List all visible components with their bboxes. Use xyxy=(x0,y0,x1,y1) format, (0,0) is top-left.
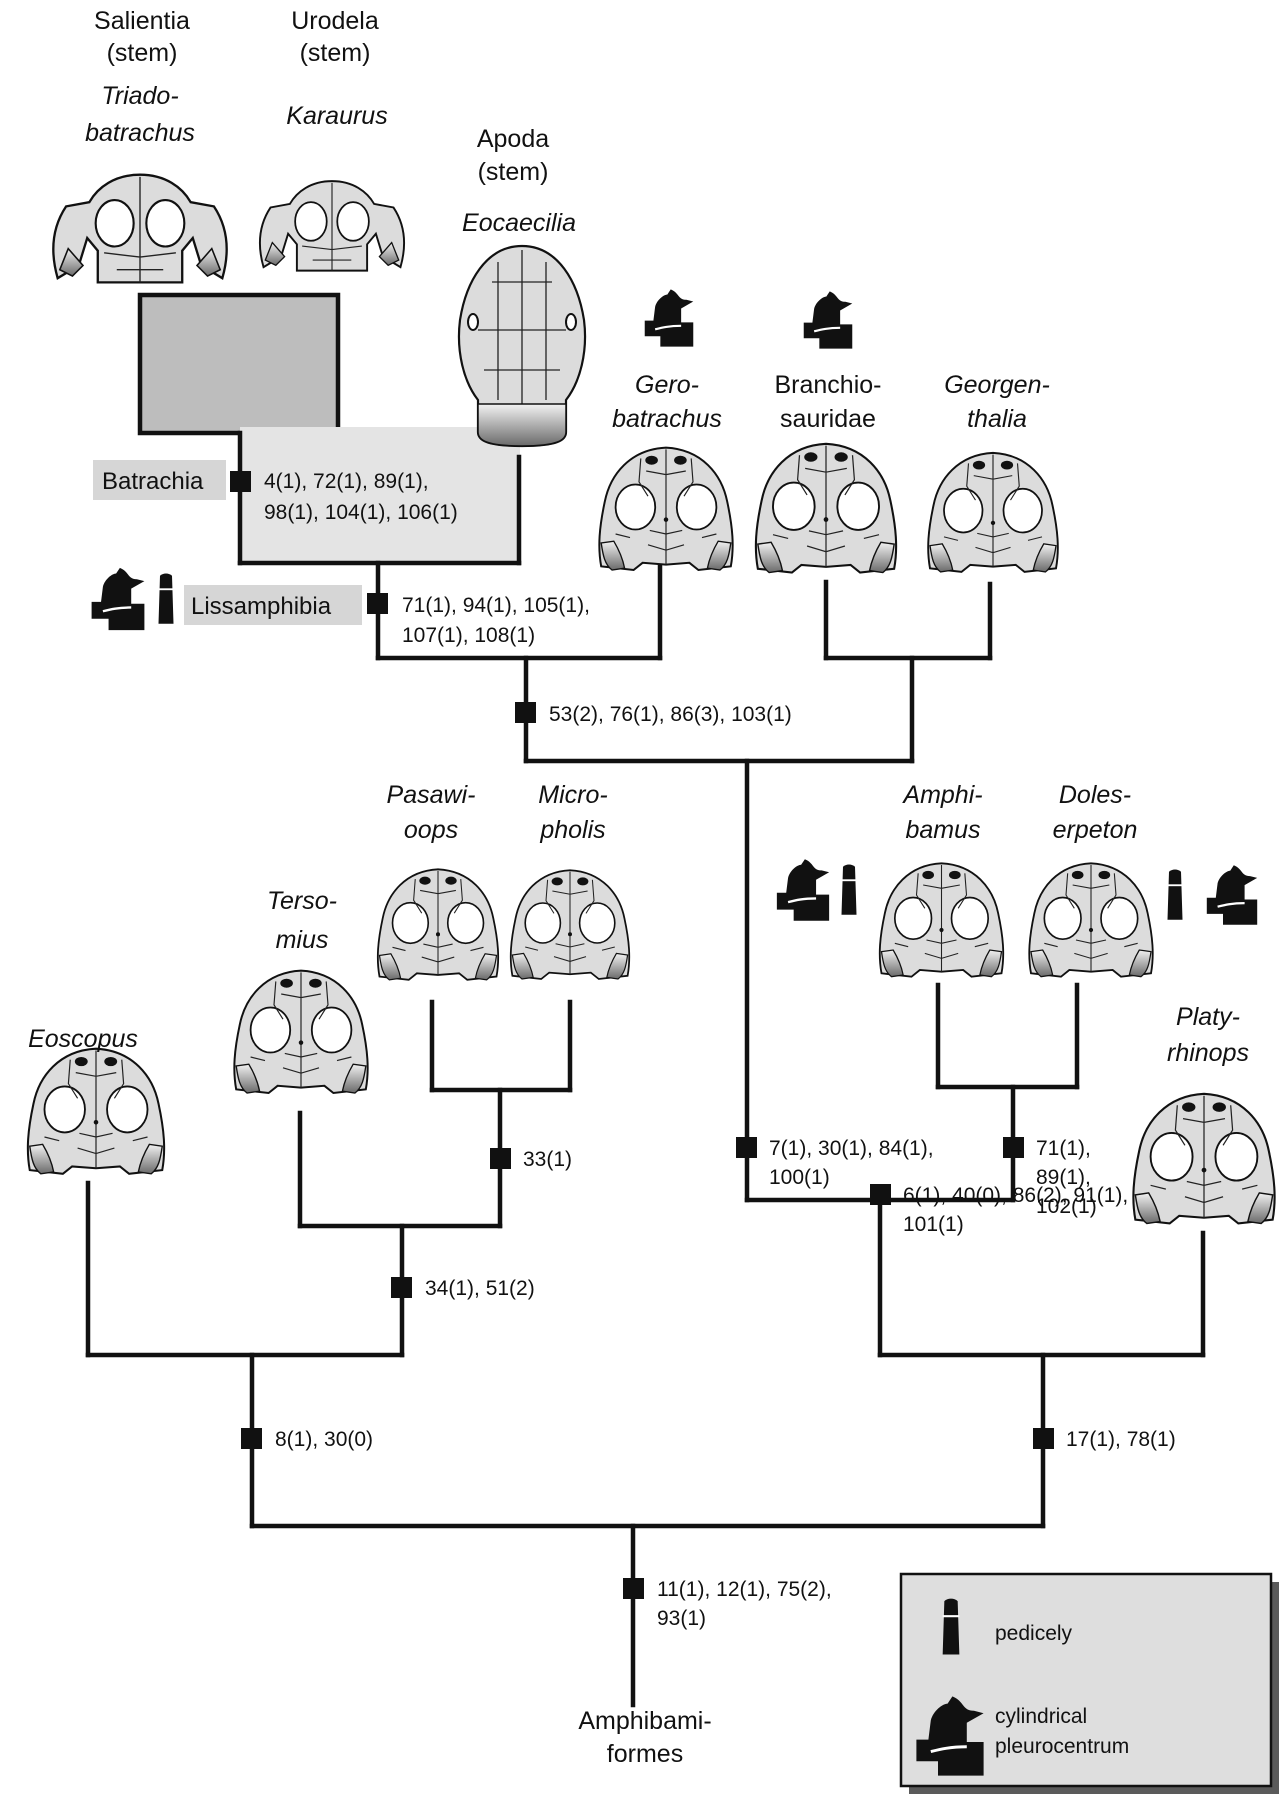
cylindrical-pleurocentrum-icon xyxy=(643,288,695,348)
node-marker-17 xyxy=(1033,1428,1054,1449)
taxon-salientia-1: Salientia xyxy=(94,7,190,35)
taxon-amphibamus-1: Amphi- xyxy=(901,781,982,809)
node-marker-6 xyxy=(870,1184,891,1205)
syn-root-2: 93(1) xyxy=(657,1607,706,1630)
node-marker-7 xyxy=(736,1137,757,1158)
branchiosauridae-skull xyxy=(754,442,898,574)
taxon-pasawioops-1: Pasawi- xyxy=(387,781,476,809)
syn-node-53: 53(2), 76(1), 86(3), 103(1) xyxy=(549,703,792,726)
doleserpeton-skull xyxy=(1028,862,1154,978)
eoscopus-skull xyxy=(26,1047,166,1175)
taxon-labels: Salientia (stem) Urodela (stem) Apoda (s… xyxy=(28,7,1249,1768)
taxon-amphibamiformes-2: formes xyxy=(607,1740,683,1768)
legend-pedicely-label: pedicely xyxy=(995,1622,1073,1645)
taxon-branchiosauridae-2: sauridae xyxy=(780,405,876,433)
node-marker-root xyxy=(623,1578,644,1599)
node-marker-33 xyxy=(490,1148,511,1169)
syn-lissamphibia-1: 71(1), 94(1), 105(1), xyxy=(402,594,590,617)
syn-node-17: 17(1), 78(1) xyxy=(1066,1428,1176,1451)
eocaecilia-skull xyxy=(457,244,587,448)
taxon-doleserpeton-1: Doles- xyxy=(1059,781,1131,809)
skull-illustrations xyxy=(26,173,1276,1225)
taxon-amphibamus-2: bamus xyxy=(905,816,980,844)
syn-node-7-1: 7(1), 30(1), 84(1), xyxy=(769,1137,934,1160)
legend-cylindrical-label-2: pleurocentrum xyxy=(995,1735,1129,1758)
cylindrical-pleurocentrum-icon xyxy=(90,566,146,632)
lissamphibia-box xyxy=(240,427,520,563)
taxon-eoscopus: Eoscopus xyxy=(28,1025,138,1053)
taxon-georgenthalia-2: thalia xyxy=(967,405,1027,433)
node-marker-8 xyxy=(241,1428,262,1449)
taxon-urodela-1: Urodela xyxy=(291,7,379,35)
pedicely-icon xyxy=(840,863,858,916)
pedicely-icon xyxy=(157,572,175,625)
taxon-micropholis-1: Micro- xyxy=(538,781,607,809)
syn-node-6-1: 6(1), 40(0), 86(2), 91(1), xyxy=(903,1184,1128,1207)
syn-root-1: 11(1), 12(1), 75(2), xyxy=(657,1578,832,1601)
syn-batrachia-1: 4(1), 72(1), 89(1), xyxy=(264,470,429,493)
pedicely-icon xyxy=(941,1597,961,1656)
syn-node-34: 34(1), 51(2) xyxy=(425,1277,535,1300)
georgenthalia-skull xyxy=(927,451,1059,573)
taxon-amphibamiformes-1: Amphibami- xyxy=(578,1707,711,1735)
synapomorphy-labels: 4(1), 72(1), 89(1), 98(1), 104(1), 106(1… xyxy=(264,470,1176,1630)
tersomius-skull xyxy=(233,969,369,1095)
micropholis-skull xyxy=(509,869,631,981)
taxon-tersomius-2: mius xyxy=(276,926,329,954)
syn-node-7-2: 100(1) xyxy=(769,1166,830,1189)
node-marker-71b xyxy=(1003,1137,1024,1158)
taxon-triadobatrachus-2: batrachus xyxy=(85,119,195,147)
legend-cylindrical-label-1: cylindrical xyxy=(995,1705,1087,1728)
cylindrical-pleurocentrum-icon xyxy=(802,290,854,350)
taxon-micropholis-2: pholis xyxy=(539,816,605,844)
syn-lissamphibia-2: 107(1), 108(1) xyxy=(402,624,535,647)
batrachia-tag: Batrachia xyxy=(93,460,226,500)
taxon-platyrhinops-2: rhinops xyxy=(1167,1039,1249,1067)
taxon-tersomius-1: Terso- xyxy=(267,887,337,915)
karaurus-skull xyxy=(258,179,406,272)
lissamphibia-label: Lissamphibia xyxy=(191,593,332,620)
taxon-urodela-2: (stem) xyxy=(300,39,371,67)
syn-node-71b-1: 71(1), xyxy=(1036,1137,1091,1160)
taxon-georgenthalia-1: Georgen- xyxy=(944,371,1050,399)
platyrhinops-skull xyxy=(1132,1092,1276,1225)
taxon-salientia-2: (stem) xyxy=(107,39,178,67)
taxon-triadobatrachus-1: Triado- xyxy=(101,82,178,110)
syn-node-71b-3: 102(1) xyxy=(1036,1195,1097,1218)
cylindrical-pleurocentrum-icon xyxy=(775,858,831,922)
syn-node-8: 8(1), 30(0) xyxy=(275,1428,373,1451)
node-marker-batrachia xyxy=(230,471,251,492)
pedicely-icon xyxy=(1166,868,1184,921)
taxon-apoda-2: (stem) xyxy=(478,158,549,186)
triadobatrachus-skull xyxy=(52,173,228,284)
syn-batrachia-2: 98(1), 104(1), 106(1) xyxy=(264,501,458,524)
legend: pedicely cylindrical pleurocentrum xyxy=(899,1572,1279,1794)
batrachia-label: Batrachia xyxy=(102,468,204,495)
taxon-apoda-1: Apoda xyxy=(477,125,549,153)
node-marker-lissamphibia xyxy=(367,593,388,614)
node-markers xyxy=(230,471,1054,1599)
amphibamus-skull xyxy=(878,862,1005,978)
syn-node-6-2: 101(1) xyxy=(903,1213,964,1236)
taxon-karaurus: Karaurus xyxy=(286,102,387,130)
cylindrical-pleurocentrum-icon xyxy=(1205,864,1259,926)
lissamphibia-tag: Lissamphibia xyxy=(184,585,362,625)
node-marker-34 xyxy=(391,1277,412,1298)
syn-node-33: 33(1) xyxy=(523,1148,572,1171)
taxon-gerobatrachus-2: batrachus xyxy=(612,405,722,433)
taxon-doleserpeton-2: erpeton xyxy=(1053,816,1138,844)
taxon-gerobatrachus-1: Gero- xyxy=(635,371,699,399)
taxon-pasawioops-2: oops xyxy=(404,816,458,844)
taxon-branchiosauridae-1: Branchio- xyxy=(775,371,882,399)
node-marker-53 xyxy=(515,702,536,723)
pasawioops-skull xyxy=(376,868,500,981)
syn-node-71b-2: 89(1), xyxy=(1036,1166,1091,1189)
gerobatrachus-skull xyxy=(598,446,734,572)
batrachia-box xyxy=(137,292,341,436)
taxon-eocaecilia: Eocaecilia xyxy=(462,209,576,237)
taxon-platyrhinops-1: Platy- xyxy=(1176,1003,1240,1031)
